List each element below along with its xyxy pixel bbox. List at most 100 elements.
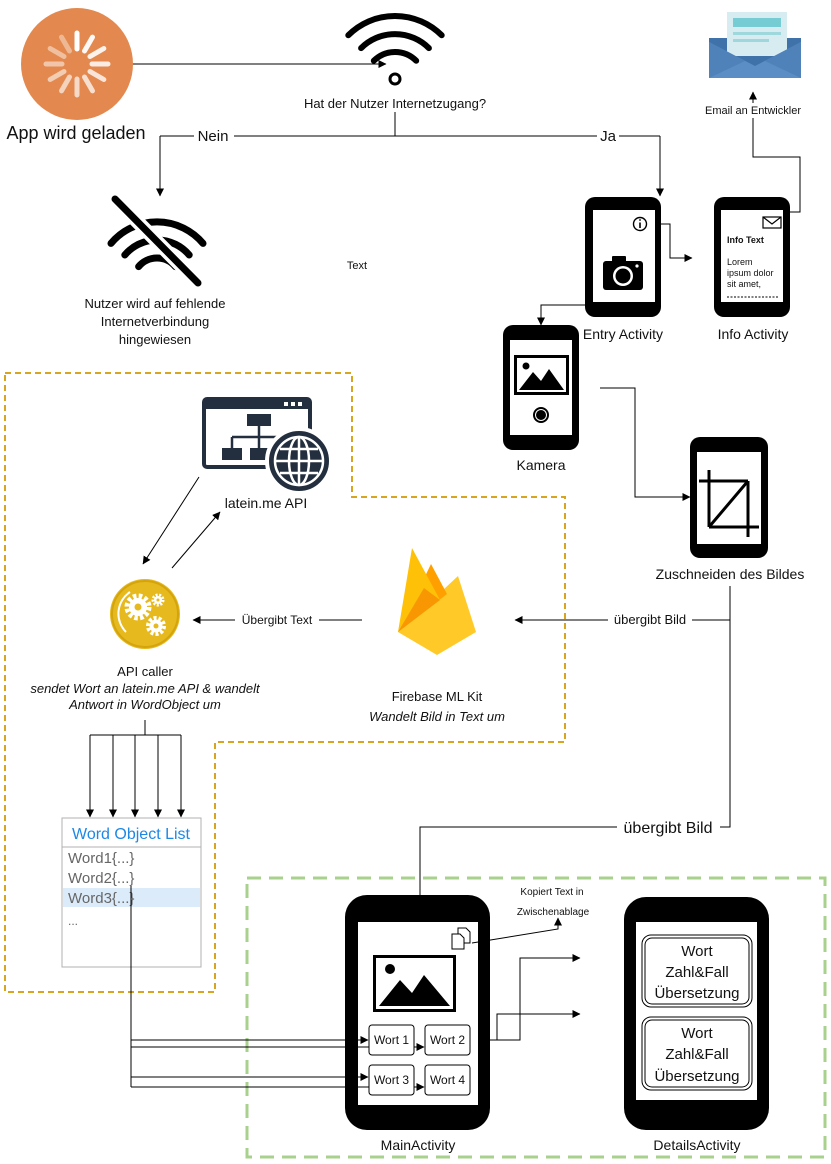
app-region-border — [245, 876, 827, 1159]
latein-api-label: latein.me API — [225, 495, 308, 511]
firebase-flame-base — [398, 632, 476, 655]
gear-teeth — [124, 593, 152, 621]
image-sun — [522, 362, 530, 370]
word-button-label: Wort 3 — [374, 1073, 409, 1087]
firebase-label: Firebase ML Kit — [392, 689, 483, 704]
edge-label-bg — [617, 816, 720, 837]
edge-label-yes: Ja — [600, 128, 617, 145]
sitemap-node — [250, 448, 268, 460]
browser-dot — [291, 402, 295, 406]
email-label: Email an Entwickler — [705, 105, 801, 117]
sitemap-node — [247, 414, 271, 426]
edge-label-crop-to-main: übergibt Bild — [624, 820, 713, 837]
letter-line — [733, 39, 769, 42]
list-item[interactable]: ... — [68, 914, 78, 928]
camera-lens — [615, 268, 631, 284]
free-text-label: Text — [347, 260, 367, 272]
crop-phone — [690, 437, 768, 558]
card-word: Wort — [681, 943, 713, 960]
info-activity-phone: Info Text Lorem ipsum dolor sit amet, — [714, 197, 790, 317]
card-translation: Übersetzung — [654, 1067, 739, 1085]
app-loading-label: App wird geladen — [6, 123, 145, 143]
firebase-flame-right — [398, 576, 476, 632]
details-card[interactable]: Wort Zahl&Fall Übersetzung — [641, 934, 753, 1008]
main-activity-label: MainActivity — [381, 1137, 456, 1153]
email-icon — [709, 12, 801, 78]
crop-label: Zuschneiden des Bildes — [656, 566, 805, 582]
spinner-spoke — [82, 74, 95, 94]
list-title: Word Object List — [72, 826, 191, 843]
spinner-spoke — [59, 74, 72, 94]
no-wifi-icon — [107, 192, 207, 290]
spinner-spokes — [43, 30, 111, 98]
camera-phone — [503, 325, 579, 450]
no-internet-label: Nutzer wird auf fehlende — [85, 296, 226, 311]
edge-camera-to-crop — [600, 387, 691, 501]
firebase-sublabel: Wandelt Bild in Text um — [369, 709, 505, 724]
api-caller-sublabel: Antwort in WordObject um — [68, 697, 221, 712]
gear-teeth — [151, 593, 165, 607]
gears-circle-ring — [111, 580, 179, 648]
info-screen-line: ipsum dolor — [727, 268, 774, 278]
word-button-box[interactable] — [368, 1064, 415, 1096]
edge-crop-to-main — [419, 620, 731, 896]
details-card[interactable]: Wort Zahl&Fall Übersetzung — [641, 1016, 753, 1091]
card-inner-border — [644, 1019, 750, 1088]
image-sun — [385, 964, 395, 974]
envelope-side — [765, 42, 801, 78]
wifi-arc — [370, 49, 420, 64]
info-activity-label: Info Activity — [718, 326, 789, 342]
list-item[interactable]: Word3{...} — [68, 890, 134, 907]
wifi-icon — [345, 12, 445, 86]
wifi-dot — [388, 72, 402, 86]
api-caller-label: API caller — [117, 664, 173, 679]
card-translation: Übersetzung — [654, 984, 739, 1002]
list-item[interactable]: Word2{...} — [68, 870, 134, 887]
letter-line — [733, 18, 781, 27]
edge-caller-to-api — [171, 511, 221, 569]
wifi-arc — [358, 31, 432, 52]
word-button-box[interactable] — [424, 1064, 471, 1096]
copy-label: Zwischenablage — [517, 907, 590, 918]
edge-main-to-details — [490, 954, 581, 1041]
api-caller-sublabel: sendet Wort an latein.me API & wandelt — [30, 681, 261, 696]
info-dot — [639, 219, 641, 221]
no-internet-label: hingewiesen — [119, 332, 191, 347]
camera-label: Kamera — [516, 457, 565, 473]
card-outer-border — [641, 934, 753, 1008]
word-button-label: Wort 1 — [374, 1033, 409, 1047]
envelope-front — [709, 42, 801, 78]
card-case: Zahl&Fall — [665, 964, 728, 981]
edge-copy-to-clipboard — [471, 917, 562, 944]
sitemap-node — [222, 448, 242, 460]
details-activity-phone: Wort Zahl&Fall Übersetzung Wort Zahl&Fal… — [624, 897, 769, 1130]
word-button-box[interactable] — [368, 1024, 415, 1056]
crop-diagonal — [707, 480, 750, 528]
firebase-flame-left — [398, 548, 440, 632]
camera-flash — [635, 264, 639, 268]
loading-circle — [21, 8, 133, 120]
card-case: Zahl&Fall — [665, 1046, 728, 1063]
copy-icon[interactable] — [451, 927, 471, 950]
gear-teeth — [146, 616, 166, 636]
info-icon — [632, 216, 648, 232]
edge-label-bg — [608, 612, 692, 628]
no-wifi-arc — [107, 218, 207, 247]
browser-bar — [204, 399, 310, 409]
entry-activity-label: Entry Activity — [583, 326, 663, 342]
edge-label-bg — [700, 103, 807, 118]
spinner-spoke — [47, 46, 67, 59]
firebase-icon — [398, 548, 476, 655]
entry-activity-phone — [585, 197, 661, 317]
word-button-box[interactable] — [424, 1024, 471, 1056]
card-outer-border — [641, 1016, 753, 1091]
list-item[interactable]: Word1{...} — [68, 850, 134, 867]
letter-line — [733, 32, 781, 35]
no-internet-label: Internetverbindung — [101, 314, 209, 329]
info-screen-line: Lorem — [727, 257, 753, 267]
spinner-spoke — [82, 34, 95, 54]
envelope-flap — [762, 216, 782, 225]
edge-main-to-details — [490, 1010, 581, 1041]
card-word: Wort — [681, 1025, 713, 1042]
